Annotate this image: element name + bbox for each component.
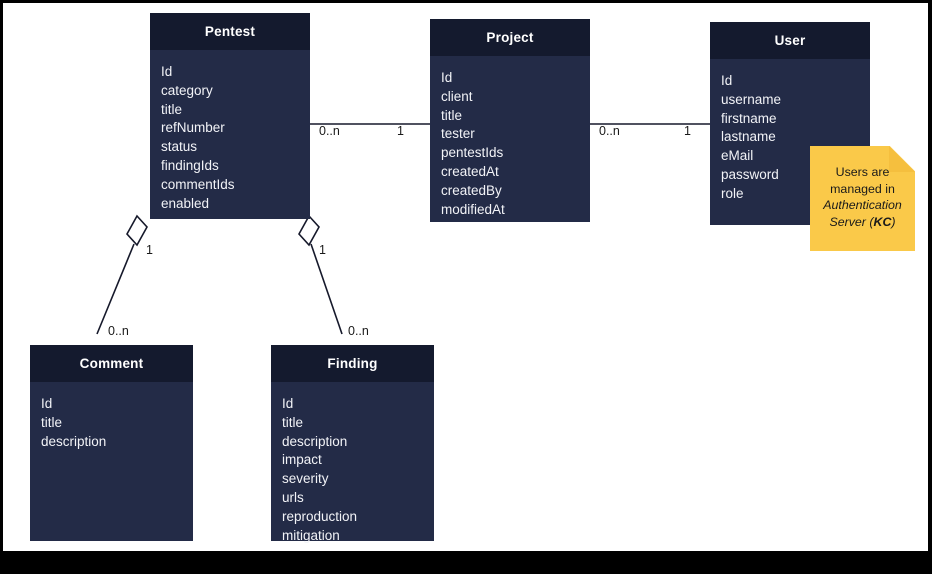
attribute-row: firstname bbox=[721, 110, 777, 126]
note-line-1: Users are bbox=[835, 165, 890, 179]
attribute-row: title bbox=[161, 101, 183, 117]
attribute-row: mitigation bbox=[282, 527, 340, 543]
class-title-finding: Finding bbox=[271, 345, 434, 382]
note-line-2: managed in bbox=[830, 181, 895, 196]
note-server-prefix: Server ( bbox=[829, 214, 874, 229]
attribute-row: lastname bbox=[721, 129, 776, 145]
attribute-row: findingIds bbox=[161, 157, 219, 173]
attribute-row: enabled bbox=[161, 195, 210, 211]
attribute-row: Id bbox=[161, 64, 173, 79]
attribute-row: username bbox=[721, 91, 782, 107]
attribute-row: Id bbox=[721, 73, 733, 88]
class-box-comment[interactable]: Comment Id title description bbox=[30, 345, 193, 541]
attribute-row: impact bbox=[282, 452, 322, 468]
attribute-row: category bbox=[161, 82, 213, 98]
class-attributes-pentest: Id category title refNumber status findi… bbox=[150, 50, 310, 213]
link-pentest-finding bbox=[310, 243, 343, 335]
attribute-row: createdAt bbox=[441, 163, 499, 179]
attribute-row: password bbox=[721, 166, 779, 182]
attribute-row: description bbox=[282, 433, 348, 449]
attribute-row: Id bbox=[441, 70, 453, 85]
note-fold-corner bbox=[889, 146, 915, 172]
multiplicity-pentest-project-target: 1 bbox=[397, 124, 404, 138]
attribute-row: Id bbox=[41, 396, 53, 411]
class-attributes-user: Id username firstname lastname eMail pas… bbox=[710, 59, 870, 204]
note-kc-abbreviation: KC bbox=[873, 214, 892, 229]
link-pentest-comment bbox=[96, 243, 135, 335]
note-line-3: Authentication bbox=[823, 198, 902, 212]
multiplicity-pentest-finding-target: 0..n bbox=[348, 324, 369, 338]
attribute-row: description bbox=[41, 433, 107, 449]
attribute-row: eMail bbox=[721, 148, 754, 164]
multiplicity-pentest-comment-source: 1 bbox=[146, 243, 153, 257]
attribute-row: severity bbox=[282, 471, 329, 487]
multiplicity-project-user-source: 0..n bbox=[599, 124, 620, 138]
multiplicity-project-user-target: 1 bbox=[684, 124, 691, 138]
class-title-comment: Comment bbox=[30, 345, 193, 382]
attribute-row: modifiedAt bbox=[441, 201, 505, 217]
class-attributes-finding: Id title description impact severity url… bbox=[271, 382, 434, 545]
note-server-suffix: ) bbox=[891, 214, 896, 229]
multiplicity-pentest-finding-source: 1 bbox=[319, 243, 326, 257]
class-box-project[interactable]: Project Id client title tester pentestId… bbox=[430, 19, 590, 222]
diagram-sheet: Pentest Id category title refNumber stat… bbox=[3, 3, 928, 551]
aggregation-diamond-finding bbox=[298, 214, 320, 247]
attribute-row: tester bbox=[441, 126, 475, 142]
class-attributes-project: Id client title tester pentestIds create… bbox=[430, 56, 590, 219]
attribute-row: Id bbox=[282, 396, 294, 411]
attribute-row: client bbox=[441, 88, 473, 104]
sticky-note-users[interactable]: Users are managed in Authentication Serv… bbox=[810, 146, 915, 251]
class-title-project: Project bbox=[430, 19, 590, 56]
class-box-pentest[interactable]: Pentest Id category title refNumber stat… bbox=[150, 13, 310, 219]
aggregation-diamond-comment bbox=[126, 214, 148, 247]
class-title-pentest: Pentest bbox=[150, 13, 310, 50]
attribute-row: status bbox=[161, 139, 198, 155]
note-line-4: Server (KC) bbox=[816, 214, 909, 231]
attribute-row: title bbox=[282, 414, 304, 430]
class-box-finding[interactable]: Finding Id title description impact seve… bbox=[271, 345, 434, 543]
attribute-row: role bbox=[721, 185, 744, 201]
class-title-user: User bbox=[710, 22, 870, 59]
class-attributes-comment: Id title description bbox=[30, 382, 193, 451]
attribute-row: reproduction bbox=[282, 508, 358, 524]
attribute-row: commentIds bbox=[161, 176, 235, 192]
attribute-row: pentestIds bbox=[441, 145, 504, 161]
attribute-row: title bbox=[41, 414, 63, 430]
attribute-row: refNumber bbox=[161, 120, 225, 136]
attribute-row: urls bbox=[282, 489, 304, 505]
multiplicity-pentest-project-source: 0..n bbox=[319, 124, 340, 138]
attribute-row: createdBy bbox=[441, 182, 502, 198]
multiplicity-pentest-comment-target: 0..n bbox=[108, 324, 129, 338]
attribute-row: title bbox=[441, 107, 463, 123]
